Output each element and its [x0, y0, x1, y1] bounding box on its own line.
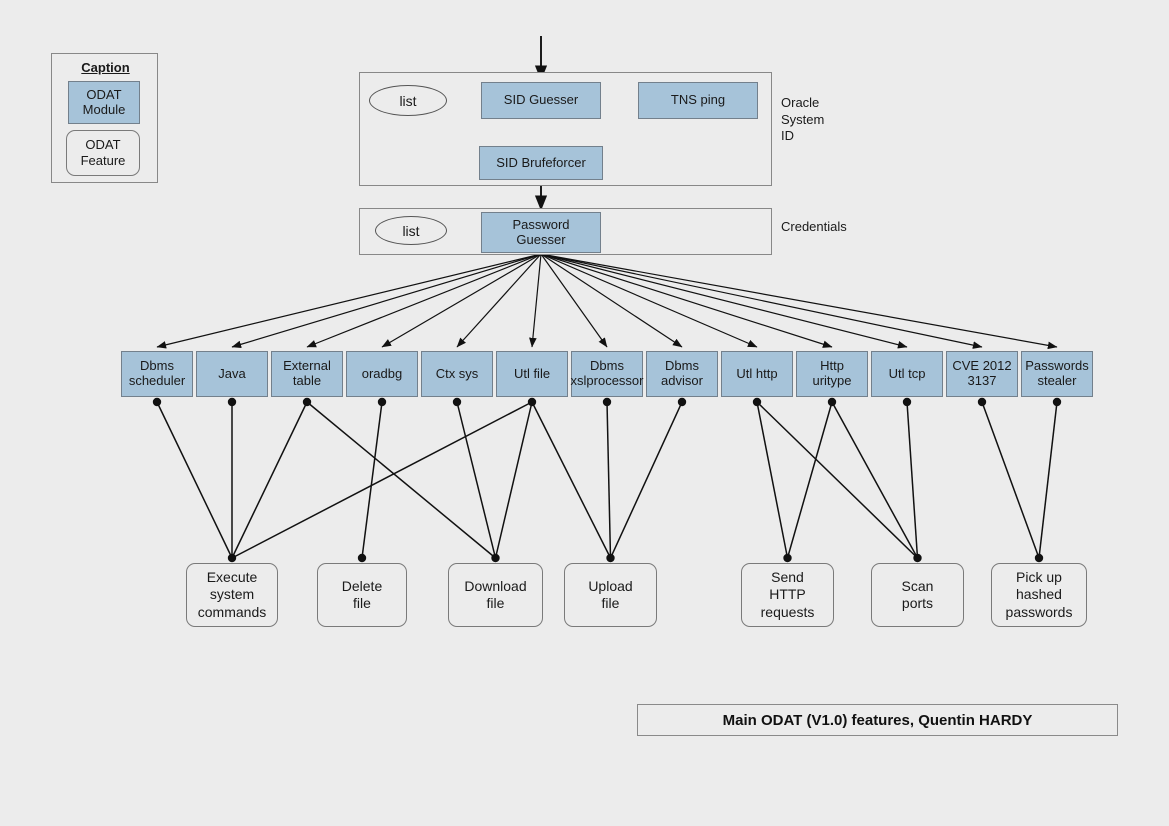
edge-password-guesser-to-dbms-xslprocessor: [540, 253, 608, 348]
junction-dot-oradbg: [377, 397, 387, 407]
edge-external-table-to-download-file: [306, 401, 496, 559]
junction-dot-download-file: [491, 553, 500, 563]
junction-dot-execute-system-commands: [227, 553, 237, 563]
edge-password-guesser-to-java: [231, 253, 542, 349]
module-sid-bruteforcer[interactable]: SID Brufeforcer: [479, 146, 603, 180]
edge-utl-http-to-send-http-requests: [756, 401, 789, 559]
junction-dot-utl-file: [527, 397, 537, 407]
junction-dot-utl-http: [752, 397, 762, 407]
junction-dot-dbms-advisor: [677, 397, 687, 407]
edge-dbms-advisor-to-upload-file: [609, 401, 683, 559]
diagram-title-bar: Main ODAT (V1.0) features, Quentin HARDY: [637, 704, 1118, 736]
edge-ctx-sys-to-download-file: [456, 401, 497, 559]
edge-password-guesser-to-external-table: [306, 253, 542, 348]
edge-utl-file-to-execute-system-commands: [231, 401, 533, 559]
junction-dot-scan-ports: [913, 553, 922, 563]
caption-title: Caption: [81, 60, 130, 75]
edge-password-guesser-to-utl-file: [529, 253, 542, 348]
junction-dot-delete-file: [357, 553, 367, 563]
junction-dot-passwords-stealer: [1052, 397, 1062, 407]
edge-password-guesser-to-http-uritype: [540, 253, 833, 348]
module-oradbg[interactable]: oradbg: [346, 351, 418, 397]
group-label-credentials: Credentials: [781, 219, 847, 234]
junction-dot-cve-2012-3137: [977, 397, 987, 407]
junction-dot-upload-file: [606, 553, 615, 563]
junction-dot-dbms-xslprocessor: [602, 397, 612, 407]
edge-password-guesser-to-utl-tcp: [540, 253, 908, 349]
junction-dot-ctx-sys: [452, 397, 462, 407]
edge-utl-http-to-scan-ports: [756, 401, 919, 559]
junction-dot-send-http-requests: [783, 553, 792, 563]
edge-password-guesser-to-ctx-sys: [456, 253, 542, 348]
junction-dot-dbms-scheduler: [152, 397, 162, 407]
list-ellipse-list-password[interactable]: list: [375, 216, 447, 245]
edge-password-guesser-to-cve-2012-3137: [540, 253, 983, 349]
junction-dot-pick-up-hashed-passwords: [1034, 553, 1044, 563]
edge-http-uritype-to-scan-ports: [831, 401, 919, 559]
module-utl-tcp[interactable]: Utl tcp: [871, 351, 943, 397]
module-tns-ping[interactable]: TNS ping: [638, 82, 758, 119]
edge-password-guesser-to-passwords-stealer: [540, 253, 1058, 350]
edge-passwords-stealer-to-pick-up-hashed-passwords: [1038, 401, 1058, 559]
edge-utl-file-to-upload-file: [531, 401, 612, 559]
edge-password-guesser-to-dbms-advisor: [540, 253, 683, 348]
edge-password-guesser-to-utl-http: [540, 253, 758, 348]
module-utl-file[interactable]: Utl file: [496, 351, 568, 397]
edge-password-guesser-to-dbms-scheduler: [156, 253, 542, 349]
edge-password-guesser-to-oradbg: [381, 253, 542, 348]
edge-cve-2012-3137-to-pick-up-hashed-passwords: [981, 401, 1040, 559]
edge-http-uritype-to-send-http-requests: [786, 401, 833, 559]
junction-dot-java: [227, 397, 237, 407]
edge-oradbg-to-delete-file: [361, 401, 383, 559]
module-utl-http[interactable]: Utl http: [721, 351, 793, 397]
edge-dbms-scheduler-to-execute-system-commands: [156, 401, 233, 559]
module-ctx-sys[interactable]: Ctx sys: [421, 351, 493, 397]
junction-dot-external-table: [302, 397, 312, 407]
junction-dot-utl-tcp: [902, 397, 912, 407]
list-ellipse-list-sid[interactable]: list: [369, 85, 447, 116]
junction-dot-http-uritype: [827, 397, 837, 407]
module-java[interactable]: Java: [196, 351, 268, 397]
edge-dbms-xslprocessor-to-upload-file: [606, 401, 612, 559]
edge-utl-file-to-download-file: [494, 401, 533, 559]
edge-utl-tcp-to-scan-ports: [906, 401, 919, 559]
edge-external-table-to-execute-system-commands: [231, 401, 308, 559]
module-sid-guesser[interactable]: SID Guesser: [481, 82, 601, 119]
